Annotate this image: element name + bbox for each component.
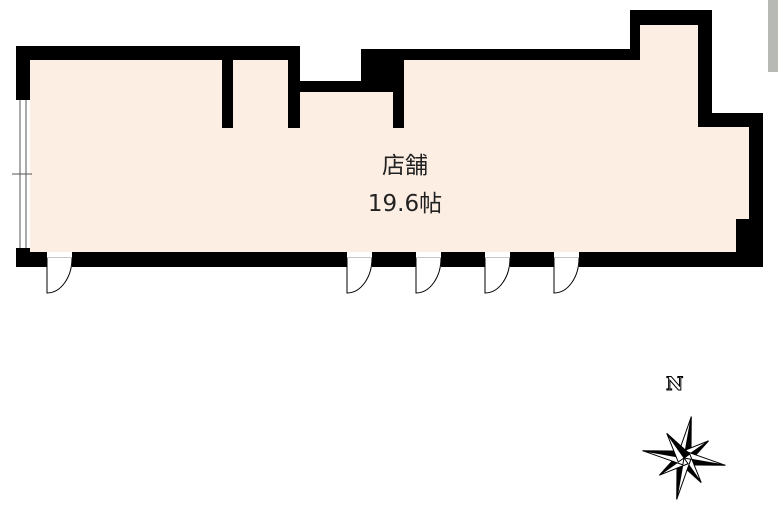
window	[12, 100, 32, 248]
room-name: 店舗	[382, 153, 428, 179]
door	[484, 252, 511, 294]
door	[415, 252, 442, 294]
floor-area	[30, 25, 749, 252]
door	[46, 252, 73, 294]
door	[553, 252, 580, 294]
door	[346, 252, 373, 294]
wall-stub	[393, 92, 404, 128]
thumbnail-fragment	[768, 0, 778, 72]
compass-point	[666, 433, 691, 463]
doors	[46, 252, 580, 294]
room-size: 19.6帖	[367, 191, 443, 217]
wall-stub	[288, 60, 300, 128]
wall-stub	[222, 60, 233, 128]
north-label: N	[665, 373, 684, 396]
